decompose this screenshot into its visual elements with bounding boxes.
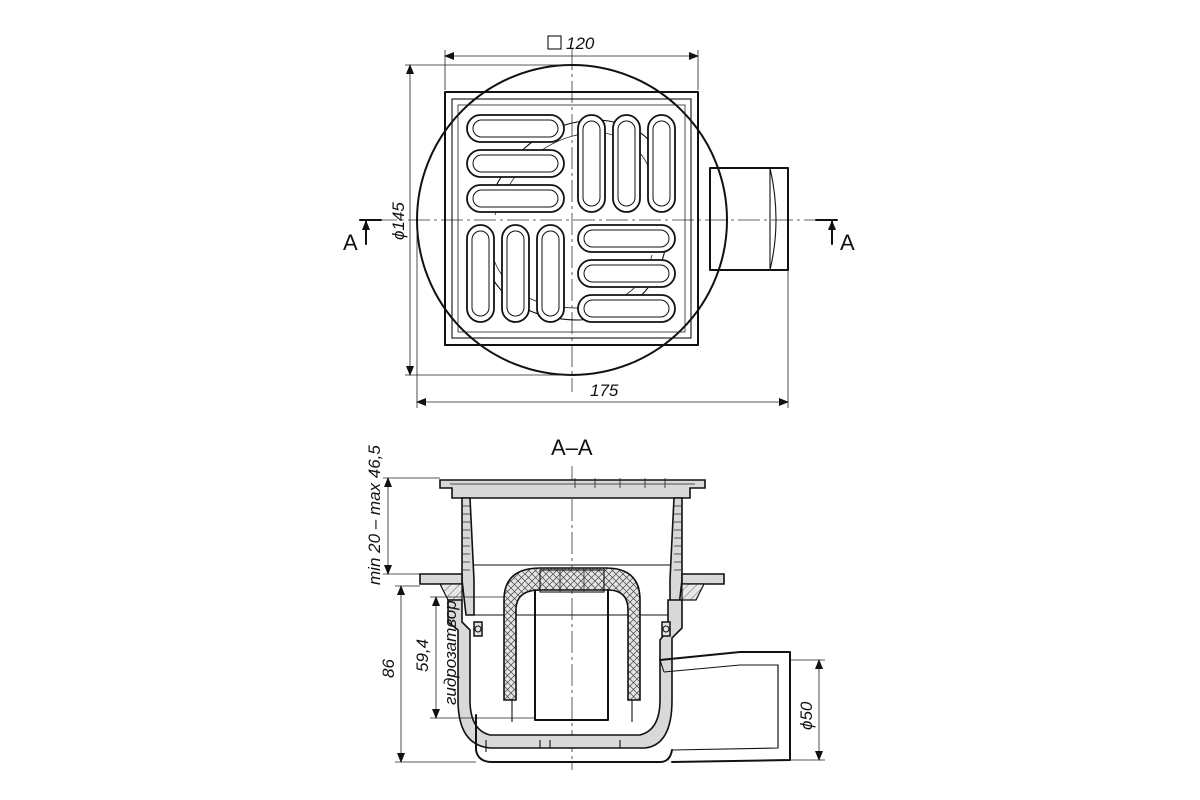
grate-frame bbox=[444, 91, 699, 346]
outlet-pipe-top bbox=[709, 167, 789, 271]
outlet-pipe-section bbox=[659, 651, 791, 763]
dim-145: ϕ145 bbox=[389, 64, 572, 376]
dim-water-seal: 59,4 гидрозатвор bbox=[413, 596, 535, 719]
section-view: A–A bbox=[365, 435, 825, 770]
top-view: 120 ϕ145 175 A A bbox=[343, 34, 855, 408]
gaskets bbox=[473, 621, 671, 637]
section-title: A–A bbox=[551, 435, 593, 460]
section-mark-left: A bbox=[343, 219, 382, 255]
dim-145-label: ϕ145 bbox=[389, 202, 408, 240]
dim-adjust-label: min 20 – max 46,5 bbox=[365, 445, 384, 585]
dim-59-label: 59,4 bbox=[413, 639, 432, 672]
dim-175: 175 bbox=[416, 230, 789, 408]
dim-50-label: ϕ50 bbox=[797, 701, 816, 730]
grate-inner-frame bbox=[451, 98, 692, 339]
dim-outlet-diameter: ϕ50 bbox=[790, 659, 825, 761]
slots-top-left bbox=[466, 114, 565, 213]
square-symbol bbox=[547, 35, 562, 50]
grate-flange-section bbox=[439, 478, 706, 499]
drain-body bbox=[447, 599, 683, 763]
dim-120-label: 120 bbox=[566, 34, 595, 53]
dim-body-height: 86 bbox=[379, 585, 476, 763]
water-seal-label: гидрозатвор bbox=[441, 600, 460, 705]
slots-bottom-left bbox=[466, 224, 565, 323]
svg-text:A: A bbox=[840, 230, 855, 255]
grate bbox=[444, 91, 699, 346]
section-mark-right: A bbox=[815, 219, 855, 255]
dim-86-label: 86 bbox=[379, 659, 398, 678]
floor-flange bbox=[419, 573, 725, 601]
water-seal-insert bbox=[503, 567, 641, 722]
slots-top-right bbox=[577, 114, 676, 213]
grate-face bbox=[457, 104, 686, 333]
svg-text:A: A bbox=[343, 230, 358, 255]
dim-175-label: 175 bbox=[590, 381, 619, 400]
dim-120: 120 bbox=[444, 34, 699, 90]
slots-bottom-right bbox=[577, 224, 676, 323]
dim-adjust-height: min 20 – max 46,5 bbox=[365, 445, 440, 585]
